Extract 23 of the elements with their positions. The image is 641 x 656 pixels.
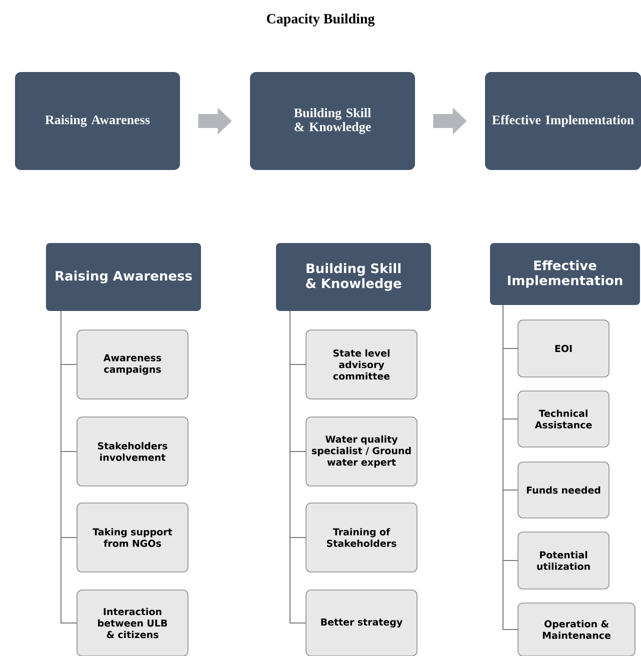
item-box: Training of Stakeholders	[306, 502, 418, 572]
category-header: Building Skill & Knowledge	[276, 243, 431, 311]
item-box: Operation & Maintenance	[518, 602, 636, 656]
item-box: Potential utilization	[518, 532, 610, 590]
tree-line	[60, 310, 78, 624]
tree-line	[502, 304, 518, 630]
tree-line	[290, 310, 306, 624]
stage-box: Effective Implementation	[485, 72, 641, 170]
item-box: Taking support from NGOs	[76, 502, 188, 572]
category-header: Effective Implementation	[490, 243, 640, 305]
item-box: Better strategy	[306, 590, 418, 656]
category-header: Raising Awareness	[46, 243, 201, 311]
item-box: Interaction between ULB & citizens	[76, 590, 188, 656]
stage-box: Building Skill & Knowledge	[250, 72, 415, 170]
item-box: EOI	[518, 320, 610, 378]
item-box: Water quality specialist / Ground water expert	[306, 416, 418, 486]
title: Capacity Building	[266, 14, 375, 26]
stage-box: Raising Awareness	[15, 72, 180, 170]
item-box: Awareness campaigns	[76, 330, 188, 400]
item-box: Stakeholders involvement	[76, 416, 188, 486]
item-box: Funds needed	[518, 462, 610, 518]
item-box: Technical Assistance	[518, 390, 610, 448]
item-box: State level advisory committee	[306, 330, 418, 400]
